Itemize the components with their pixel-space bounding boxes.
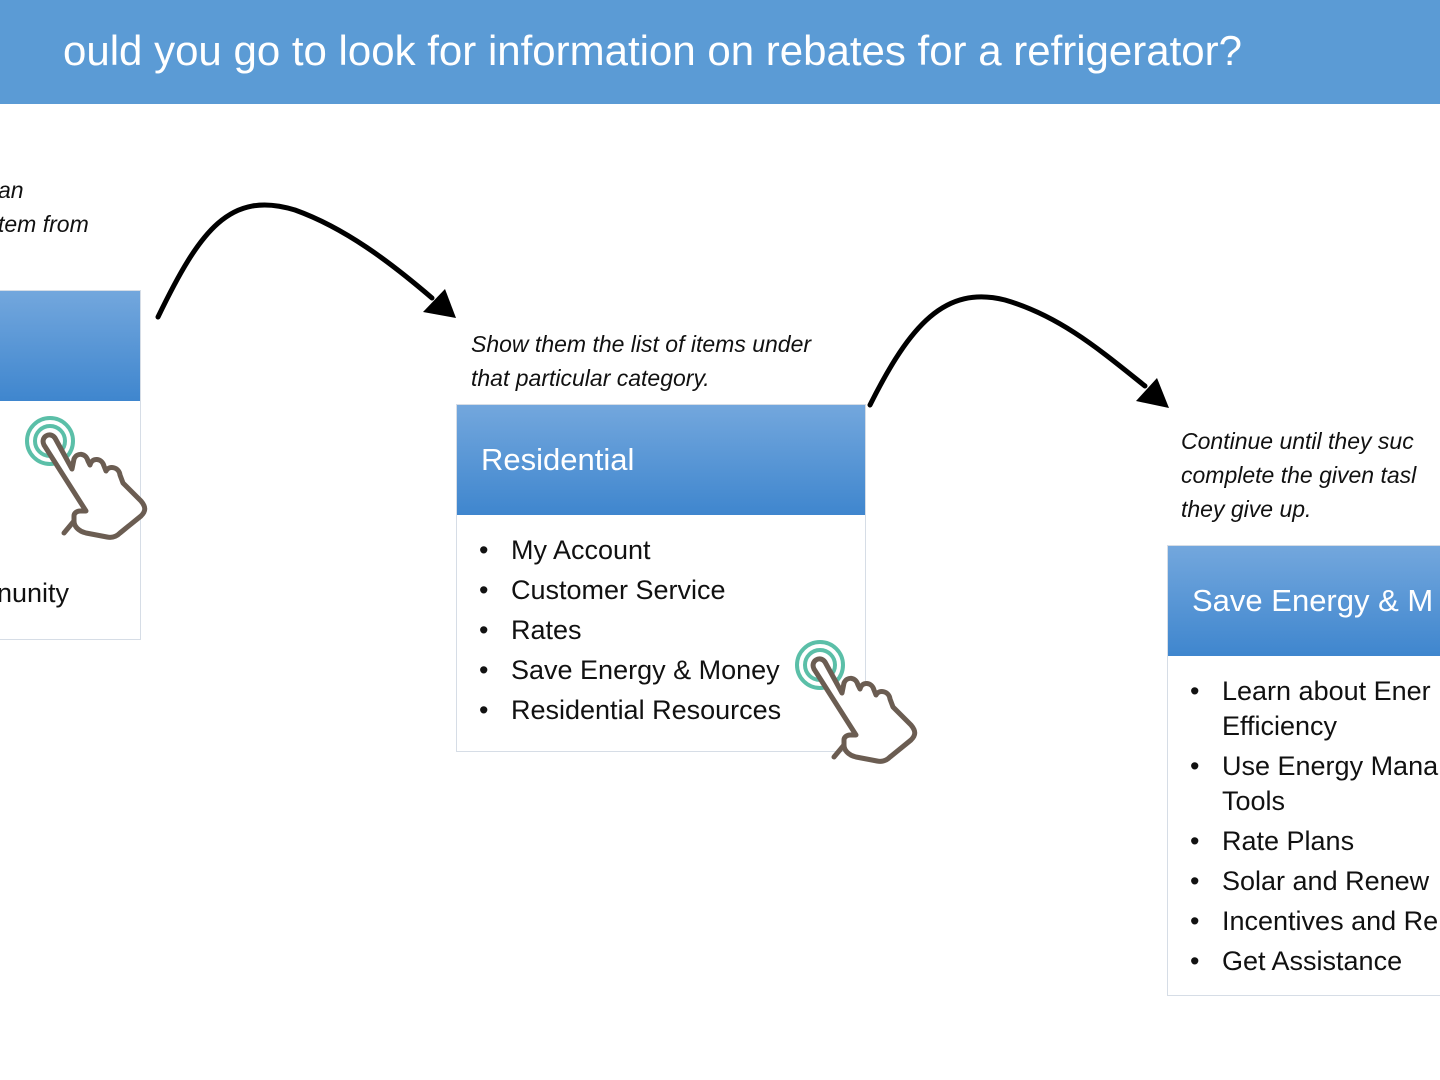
- list-item[interactable]: Solar and Renew: [1190, 864, 1440, 899]
- list-item-line: Efficiency: [1222, 711, 1338, 741]
- residential-card-header: Residential: [457, 405, 865, 515]
- list-item-line: Use Energy Mana: [1222, 751, 1439, 781]
- step3-note-line-2: complete the given tasl: [1181, 462, 1417, 488]
- step3-instruction-note: Continue until they suc complete the giv…: [1181, 424, 1416, 526]
- step3-note-line-1: Continue until they suc: [1181, 428, 1414, 454]
- list-item[interactable]: Residential Resources: [479, 693, 865, 728]
- step2-note-line-1: Show them the list of items under: [471, 331, 812, 357]
- residential-card: Residential My Account Customer Service …: [456, 404, 866, 752]
- title-banner: ould you go to look for information on r…: [0, 0, 1440, 104]
- save-energy-item-list: Learn about Ener Efficiency Use Energy M…: [1168, 674, 1440, 984]
- list-item[interactable]: Rates: [479, 613, 865, 648]
- curved-arrow-icon: [867, 294, 1169, 408]
- step3-note-line-3: they give up.: [1181, 496, 1312, 522]
- list-item[interactable]: Learn about Ener Efficiency: [1190, 674, 1440, 744]
- list-item[interactable]: Rate Plans: [1190, 824, 1440, 859]
- list-item[interactable]: Incentives and Re: [1190, 904, 1440, 939]
- save-energy-card: Save Energy & M Learn about Ener Efficie…: [1167, 545, 1440, 996]
- residential-item-list: My Account Customer Service Rates Save E…: [457, 533, 865, 733]
- step1-note-line-1: an: [0, 177, 24, 203]
- list-item[interactable]: Save Energy & Money: [479, 653, 865, 688]
- step2-note-line-2: that particular category.: [471, 365, 710, 391]
- list-item[interactable]: Use Energy Mana Tools: [1190, 749, 1440, 819]
- step1-instruction-note: an tem from: [0, 173, 89, 241]
- list-item-line: Learn about Ener: [1222, 676, 1431, 706]
- save-energy-card-header: Save Energy & M: [1168, 546, 1440, 656]
- list-item-line: Tools: [1222, 786, 1286, 816]
- step2-instruction-note: Show them the list of items under that p…: [471, 327, 811, 395]
- list-item[interactable]: My Account: [479, 533, 865, 568]
- step1-partial-item: nunity: [0, 578, 70, 608]
- list-item[interactable]: Customer Service: [479, 573, 865, 608]
- list-item[interactable]: Get Assistance: [1190, 944, 1440, 979]
- step1-card-header: [0, 291, 140, 401]
- curved-arrow-icon: [155, 202, 456, 320]
- step1-note-line-2: tem from: [0, 211, 89, 237]
- question-title: ould you go to look for information on r…: [63, 27, 1242, 74]
